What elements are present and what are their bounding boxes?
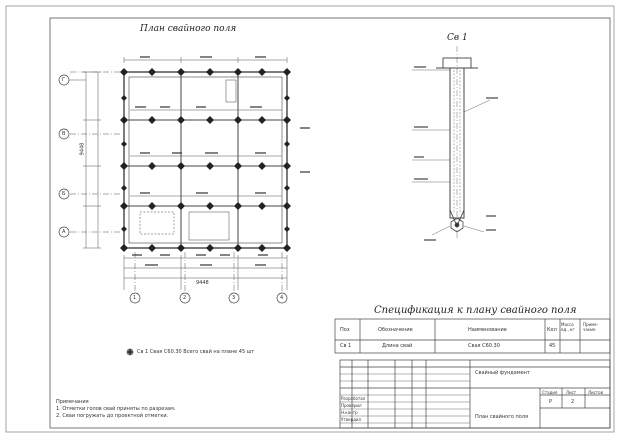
axis-label-b: Б: [62, 191, 66, 197]
title-block-stage: Р: [549, 399, 553, 405]
axis-label-v: В: [62, 131, 66, 137]
title-block-sheet: 2: [571, 399, 575, 405]
axis-label-4: 4: [280, 295, 284, 301]
title-block-stage-header: Стадия: [542, 390, 558, 395]
piles: [120, 68, 291, 252]
spec-header-qty: Кол: [547, 327, 557, 333]
axis-label-1: 1: [133, 295, 137, 301]
plan-title: План свайного поля: [140, 24, 237, 34]
title-block-role-1: Разработал: [341, 396, 366, 401]
title-block-role-3: Н.контр: [341, 410, 358, 415]
axis-label-3: 3: [232, 295, 236, 301]
title-block-grid: [339, 359, 611, 429]
spec-header-note: Приме-чание: [583, 322, 599, 332]
pile-note: Св 1 Свая С60.30 Всего свай на плане 45 …: [137, 349, 255, 355]
title-block-sheet-title: План свайного поля: [475, 414, 529, 420]
axis-label-g: Г: [62, 77, 66, 83]
section-title: Св 1: [447, 33, 468, 43]
sheet-border-inner: [49, 17, 611, 429]
title-block-role-4: Утвердил: [341, 417, 362, 422]
spec-header-mass: Масса ед., кг: [561, 322, 575, 332]
spec-row-qty: 45: [549, 343, 556, 349]
overall-dimension-bottom: 9448: [196, 280, 209, 286]
spec-header-designation: Обозначение: [378, 327, 413, 333]
spec-table-grid: [334, 318, 611, 354]
spec-header-name: Наименование: [468, 327, 507, 333]
spec-title: Спецификация к плану свайного поля: [374, 305, 577, 316]
note-1: 1. Отметки голов свай приняты по разреза…: [56, 406, 176, 412]
section-dim-marks: [414, 66, 498, 241]
title-block-role-2: Проверил: [341, 403, 362, 408]
pile-plan: [123, 71, 288, 249]
spec-row-designation: Длина свай: [382, 343, 413, 349]
axis-label-2: 2: [183, 295, 187, 301]
note-2: 2. Сваи погружать до проектной отметки.: [56, 413, 169, 419]
sheet-border-outer: [5, 5, 615, 433]
title-block-project: Свайный фундамент: [475, 370, 530, 376]
axis-label-a: А: [62, 229, 66, 235]
title-block-sheets-header: Листов: [588, 390, 603, 395]
title-block-sheet-header: Лист: [566, 390, 577, 395]
pile-section: [412, 46, 491, 238]
axis-bubbles-bottom: [129, 292, 288, 304]
dimension-text-marks: [132, 56, 310, 266]
spec-header-pos: Поз: [340, 327, 350, 333]
spec-row-pos: Св 1: [340, 343, 352, 349]
plan-dimension-lines: [70, 57, 288, 292]
notes-heading: Примечания: [56, 399, 89, 405]
spec-row-name: Свая С60.30: [468, 343, 500, 349]
pile-symbol-icon: [127, 349, 133, 355]
axis-bubbles-left: [58, 74, 70, 238]
overall-dimension-left: 9448: [79, 142, 86, 156]
